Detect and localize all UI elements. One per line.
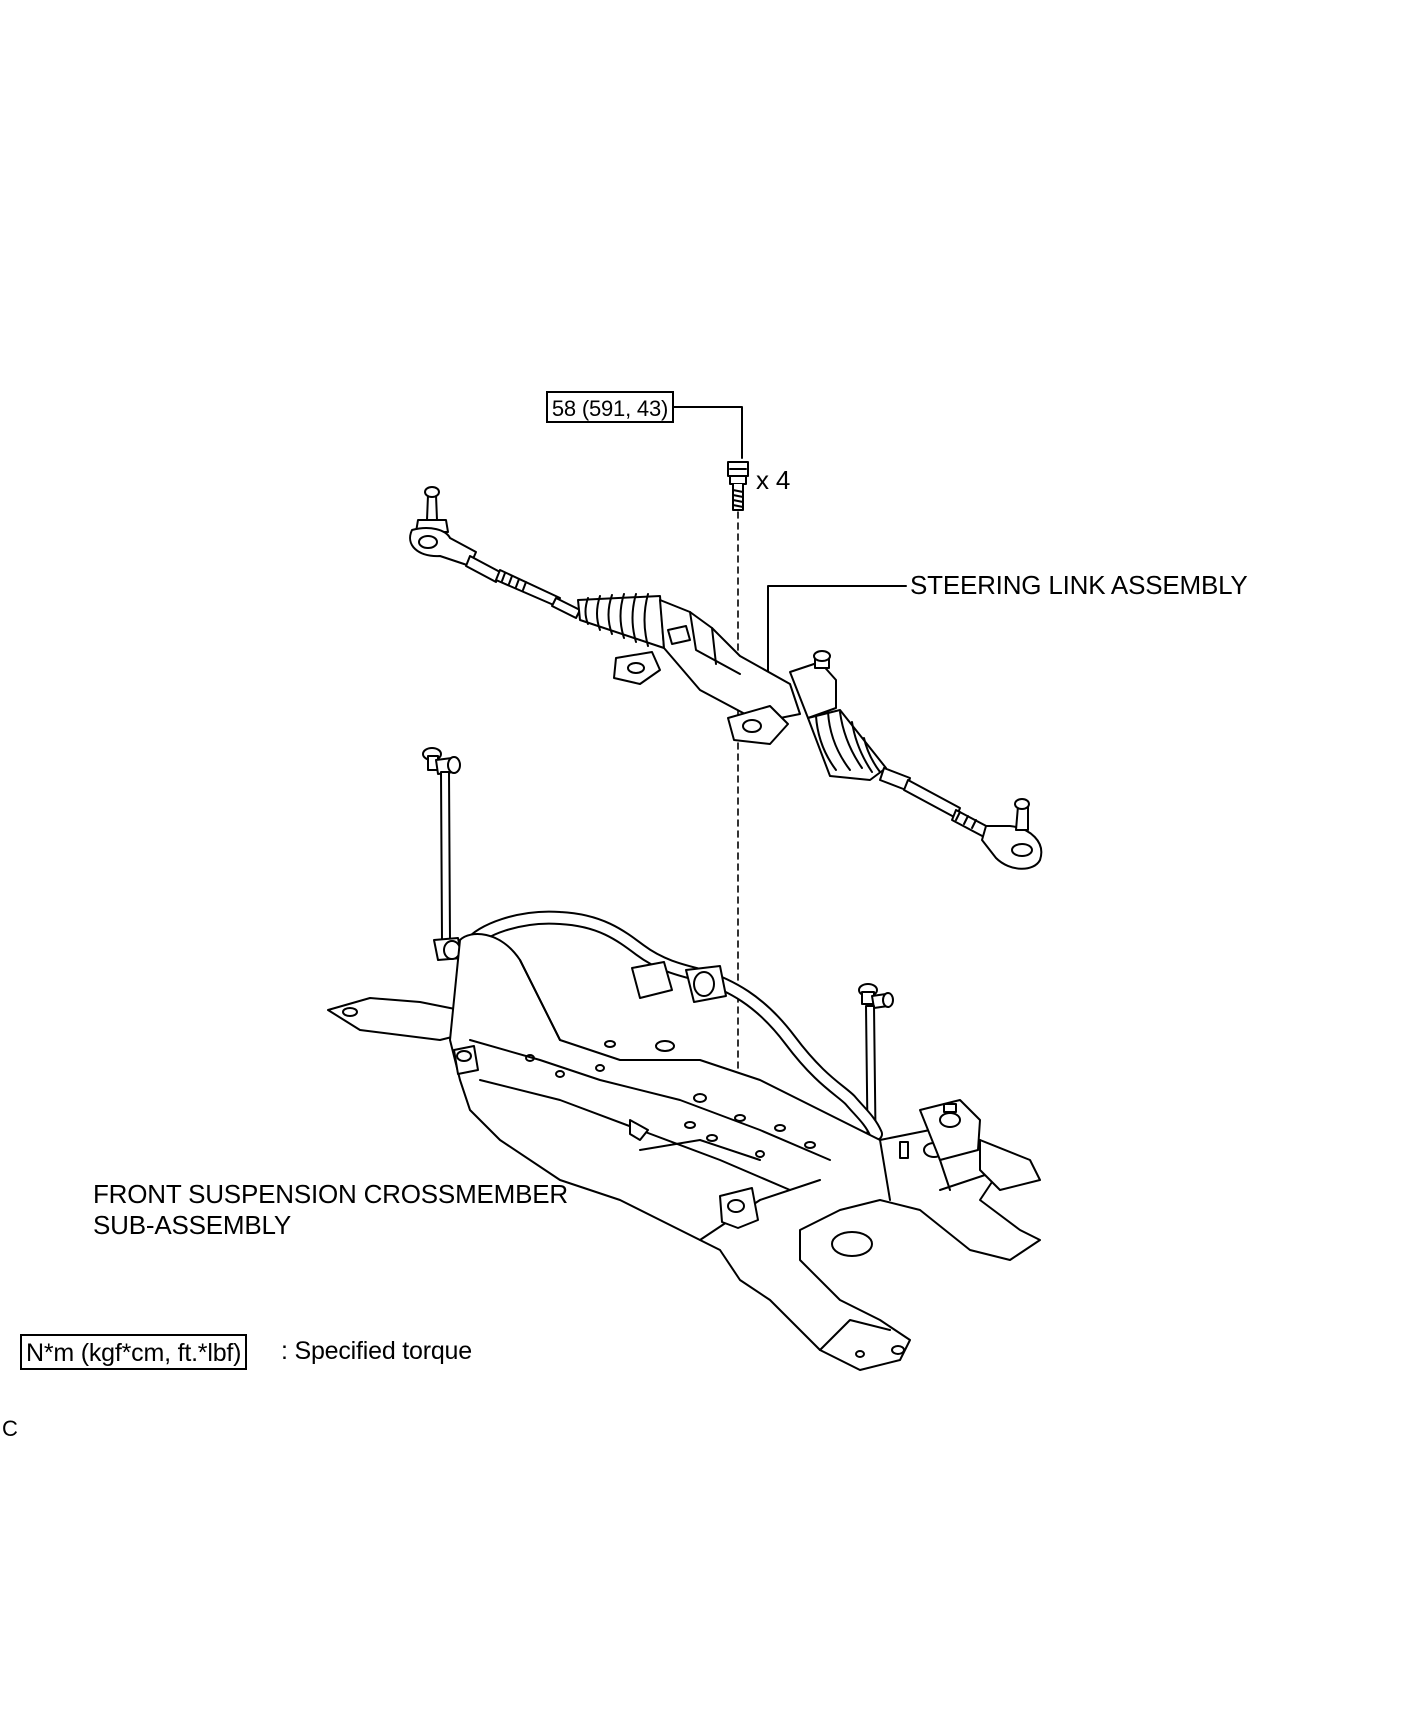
crossmember-label-line1: FRONT SUSPENSION CROSSMEMBER	[93, 1179, 568, 1209]
left-stabilizer-link-drawing	[422, 747, 463, 961]
corner-mark: C	[2, 1416, 18, 1441]
bolt-leader-line	[673, 406, 743, 459]
torque-unit-legend-box: N*m (kgf*cm, ft.*lbf)	[20, 1334, 248, 1370]
front-suspension-crossmember-drawing	[327, 910, 1041, 1371]
bolt-torque-label: 58 (591, 43)	[546, 391, 674, 423]
crossmember-label-line2: SUB-ASSEMBLY	[93, 1210, 291, 1240]
torque-legend-description: : Specified torque	[281, 1337, 472, 1365]
bolt-icon	[727, 461, 749, 511]
steering-link-assembly-drawing	[409, 486, 1043, 870]
steering-leader-line	[767, 585, 907, 691]
bolt-quantity-label: x 4	[756, 465, 791, 495]
steering-link-assembly-label: STEERING LINK ASSEMBLY	[910, 570, 1248, 600]
